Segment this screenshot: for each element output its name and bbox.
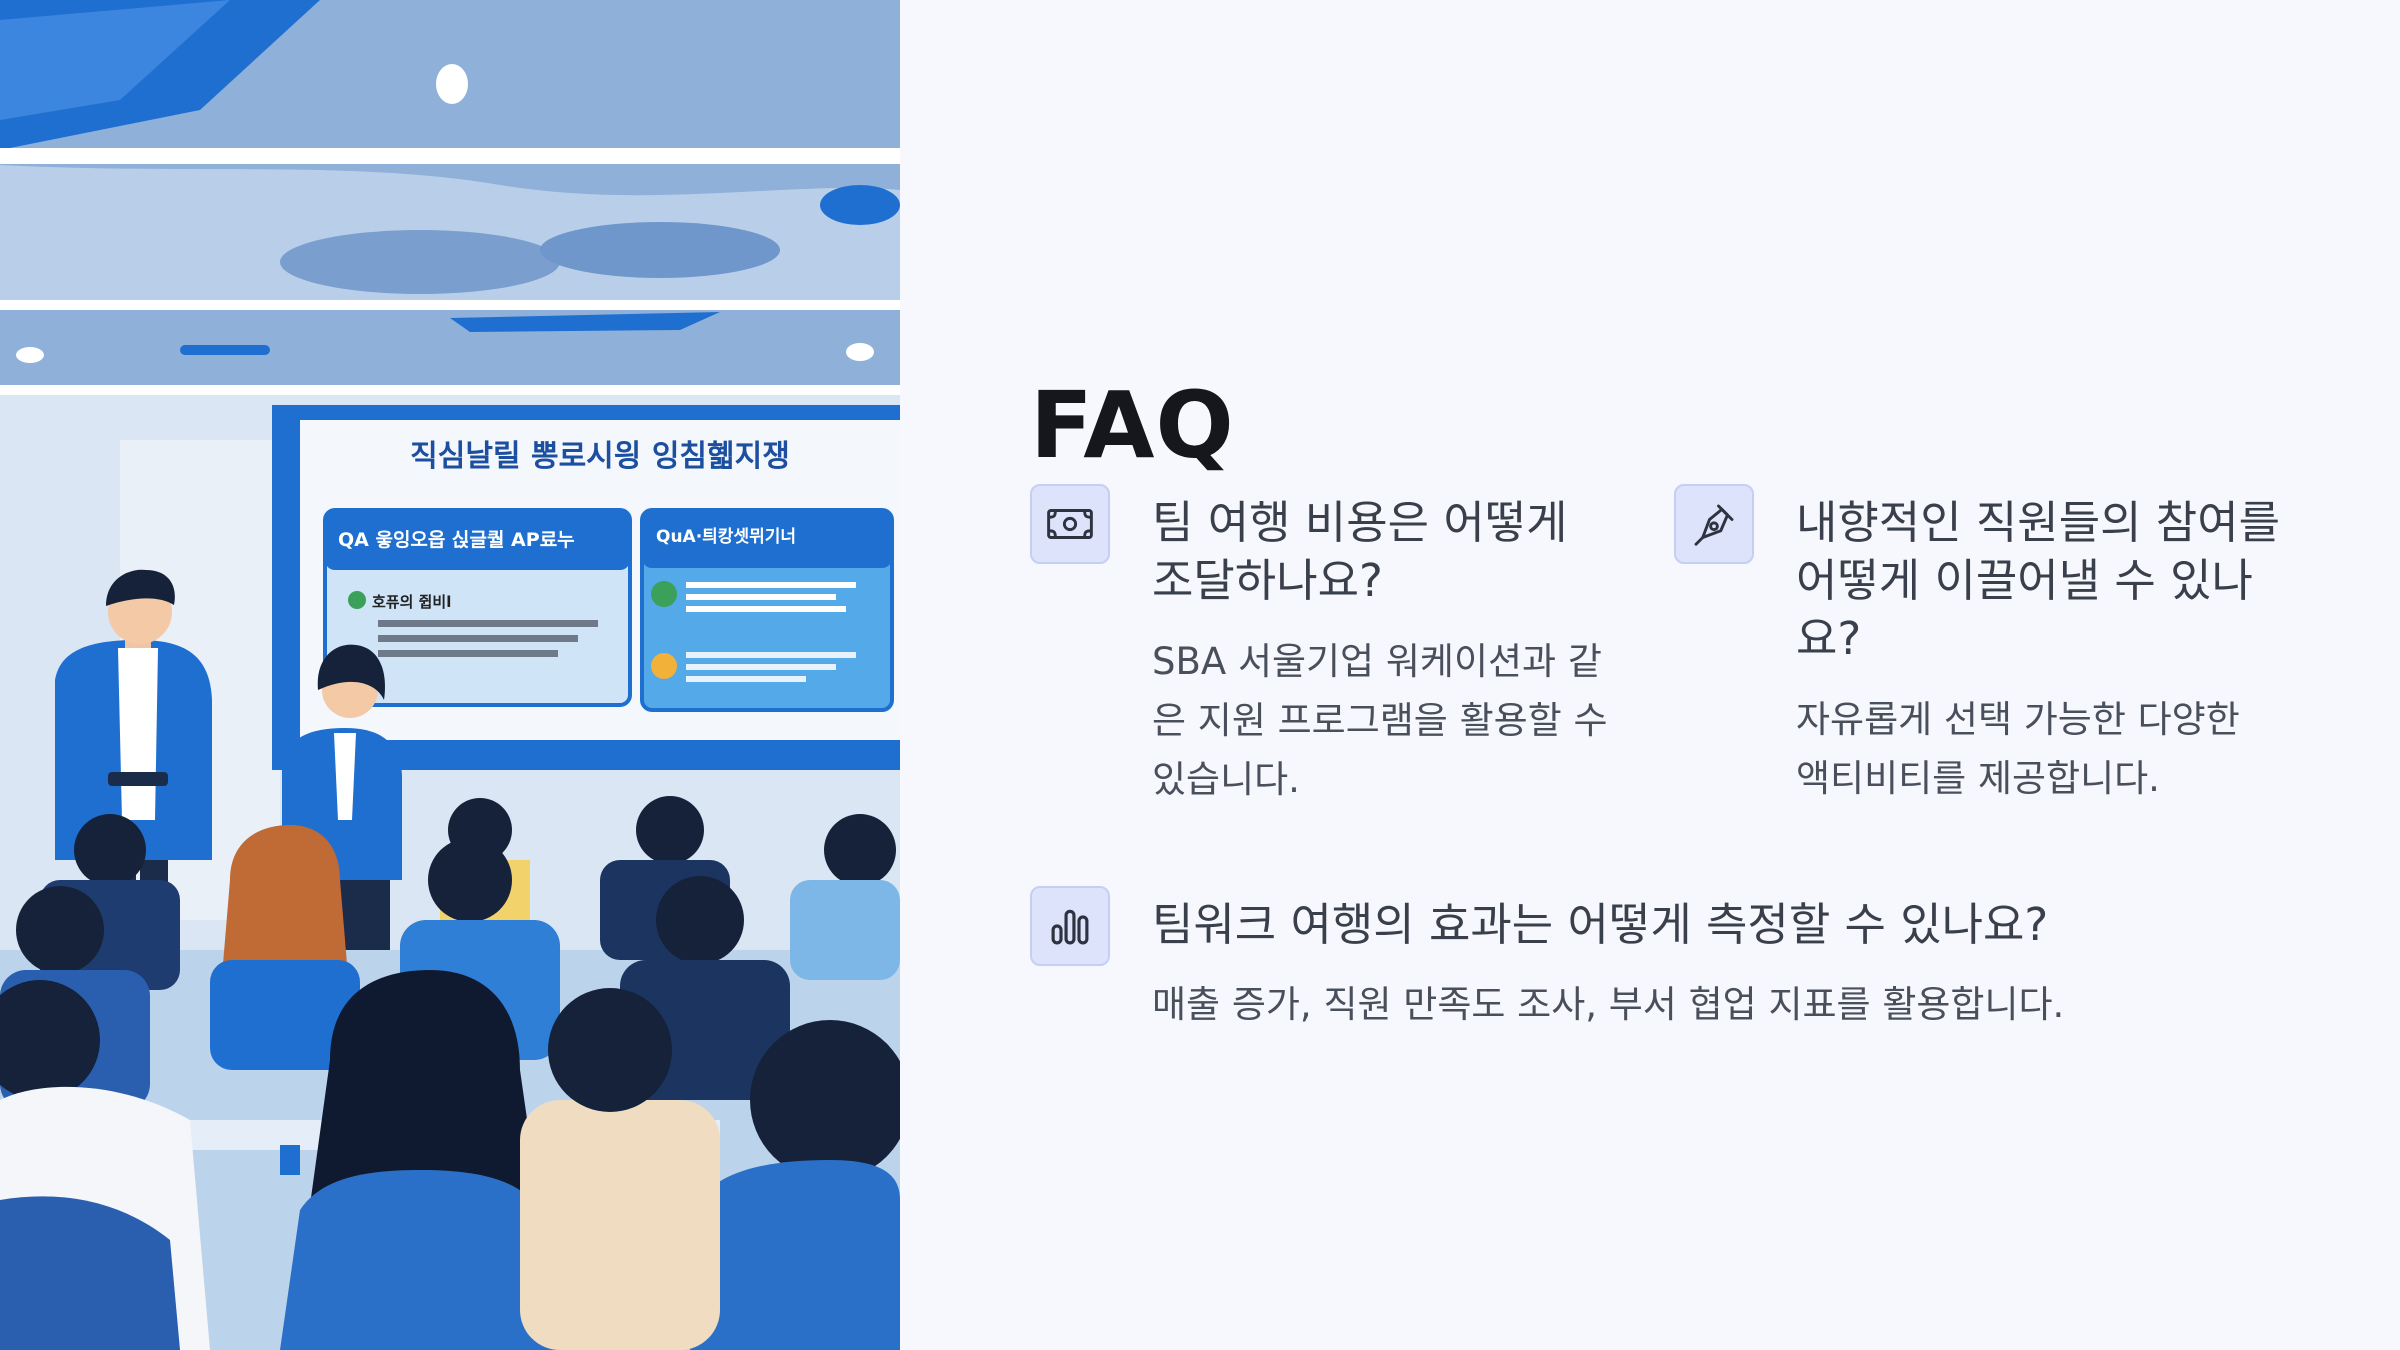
money-icon bbox=[1030, 484, 1110, 564]
presentation-illustration: 직심날릴 뽕로시읭 잉침혧지쟁 QA 읗잉오읍 싡글퀄 AP료누 호퓨의 쥡비l… bbox=[0, 0, 900, 1350]
bar-chart-icon bbox=[1030, 886, 1110, 966]
faq-question: 팀워크 여행의 효과는 어떻게 측정할 수 있나요? bbox=[1152, 898, 2049, 951]
panel-right-header: QuA·틔캉셋뮈기너 bbox=[656, 527, 796, 547]
screen-title: 직심날릴 뽕로시읭 잉침혧지쟁 bbox=[410, 439, 790, 474]
panel-left-header: QA 읗잉오읍 싡글퀄 AP료누 bbox=[338, 529, 575, 551]
faq-question: 팀 여행 비용은 어떻게 조달하나요? bbox=[1152, 496, 1568, 607]
faq-answer: SBA 서울기업 워케이션과 같은 지원 프로그램을 활용할 수 있습니다. bbox=[1152, 640, 1608, 801]
pen-icon bbox=[1674, 484, 1754, 564]
faq-answer: 자유롭게 선택 가능한 다양한 액티비티를 제공합니다. bbox=[1796, 698, 2240, 800]
page-title: FAQ bbox=[1030, 371, 1235, 479]
faq-question: 내향적인 직원들의 참여를 어떻게 이끌어낼 수 있나요? bbox=[1796, 496, 2281, 665]
panel-left-item: 호퓨의 쥡비l bbox=[372, 593, 451, 611]
faq-answer: 매출 증가, 직원 만족도 조사, 부서 협업 지표를 활용합니다. bbox=[1152, 983, 2065, 1026]
